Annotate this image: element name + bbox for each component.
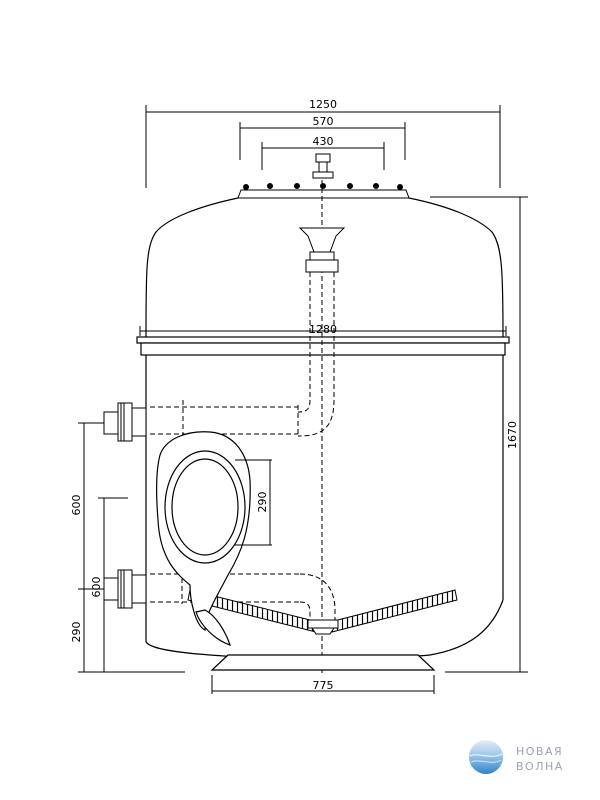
dimension-label-1280: 1280 <box>309 323 337 336</box>
lid-bolts <box>243 183 403 190</box>
wave-logo-icon <box>469 740 503 774</box>
internal-lower-pipe <box>150 570 336 622</box>
air-release-valve <box>312 153 334 179</box>
inlet-diffuser <box>298 227 346 273</box>
upper-side-connector <box>103 402 147 442</box>
logo-line-2: ВОЛНА <box>516 760 564 773</box>
dimension-flange-outer <box>239 122 406 160</box>
dimension-flange-inner <box>261 142 385 170</box>
dimension-label-1670: 1670 <box>506 421 519 449</box>
lateral-arms <box>187 589 458 633</box>
dimension-label-600-inner: 600 <box>90 577 103 598</box>
dimension-label-290-manhole: 290 <box>256 492 269 513</box>
dimension-overall-width <box>145 105 501 188</box>
dimension-manhole <box>235 459 272 546</box>
dimension-label-775: 775 <box>313 679 334 692</box>
internal-upper-pipe <box>150 272 335 440</box>
dimension-belt <box>139 326 507 336</box>
dimension-left-stack <box>78 422 185 673</box>
dimension-label-570: 570 <box>313 115 334 128</box>
dimension-total-height <box>430 196 528 673</box>
dimension-label-600-outer: 600 <box>70 495 83 516</box>
tank-lid <box>237 189 410 199</box>
dimension-base <box>211 675 435 694</box>
dimension-label-430: 430 <box>313 135 334 148</box>
logo-line-1: НОВАЯ <box>516 745 563 758</box>
base-stand <box>210 654 436 671</box>
dimension-label-1250: 1250 <box>309 98 337 111</box>
lower-side-connector <box>103 569 147 609</box>
dimension-label-290-outer: 290 <box>70 622 83 643</box>
brand-logo: НОВАЯ ВОЛНА <box>469 740 564 774</box>
collector-hub <box>307 619 339 635</box>
manhole <box>156 431 251 646</box>
